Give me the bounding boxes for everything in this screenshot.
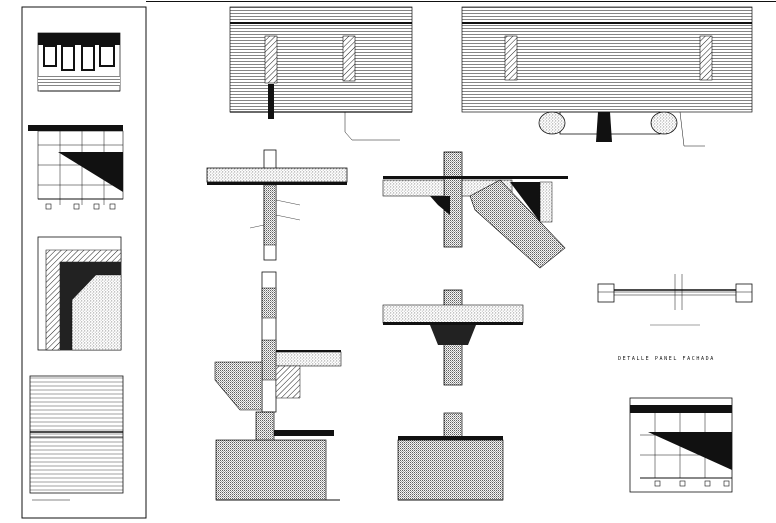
left-corner-detail [37,236,122,351]
top-center-louvre-elevation [229,6,413,141]
foundation-detail-6 [397,412,504,501]
panel-detail-caption: DETALLE PANEL FACHADA [618,356,715,362]
left-section-view [28,125,124,210]
left-striped-panel [29,375,124,501]
slab-connection-detail-4 [382,289,524,386]
bottom-right-section [629,397,733,493]
facade-panel-detail: DETALLE PANEL FACHADA [597,274,753,362]
left-sheet-frame [21,6,147,519]
wall-detail-3 [214,271,342,413]
slab-wall-detail-1 [206,149,348,261]
top-right-louvre-elevation [461,6,753,147]
foundation-detail-5 [215,411,340,501]
slab-wall-detail-2 [382,151,568,269]
left-top-elevation [37,32,121,92]
